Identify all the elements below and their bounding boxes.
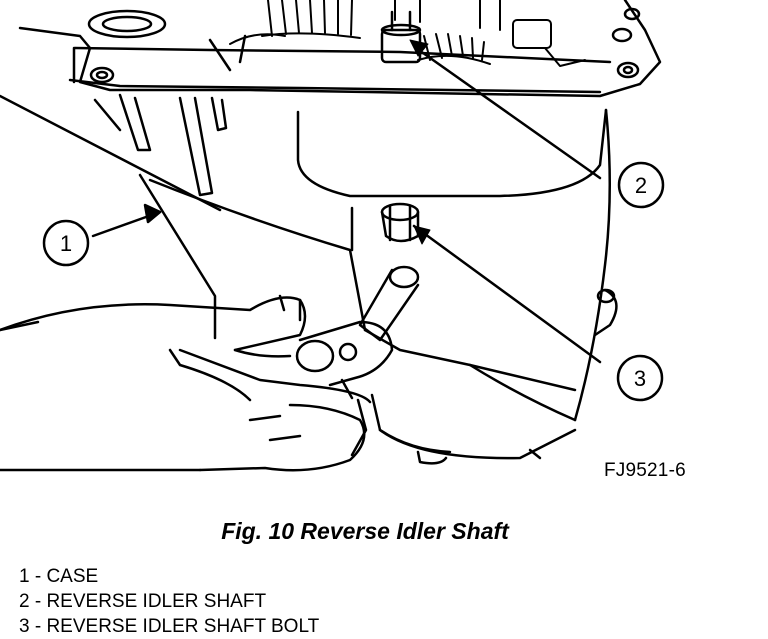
svg-text:1: 1 [60,231,72,256]
callout-1: 1 [42,219,90,267]
ratchet-tool [295,265,420,400]
legend-item-reverse-idler-shaft-bolt: 3 - REVERSE IDLER SHAFT BOLT [19,616,320,637]
legend-item-reverse-idler-shaft: 2 - REVERSE IDLER SHAFT [19,591,267,612]
case-flange [18,0,662,98]
hand [0,294,372,472]
leader-lines [0,39,602,364]
svg-text:3: 3 [634,366,646,391]
reverse-idler-shaft-bolt [380,202,420,243]
legend-item-case: 1 - CASE [19,566,99,587]
reverse-idler-shaft [380,10,422,64]
callout-3: 3 [616,354,664,402]
figure-caption: Fig. 10 Reverse Idler Shaft [221,518,509,544]
figure-code: FJ9521-6 [604,460,686,481]
case-ribs [93,93,228,197]
transmission-illustration: 1 2 3 [0,0,665,472]
gear-teeth [229,0,586,67]
svg-text:2: 2 [635,173,647,198]
figure-legend: 1 - CASE 2 - REVERSE IDLER SHAFT 3 - REV… [19,564,319,639]
case-body [138,108,618,465]
callout-2: 2 [617,161,665,209]
